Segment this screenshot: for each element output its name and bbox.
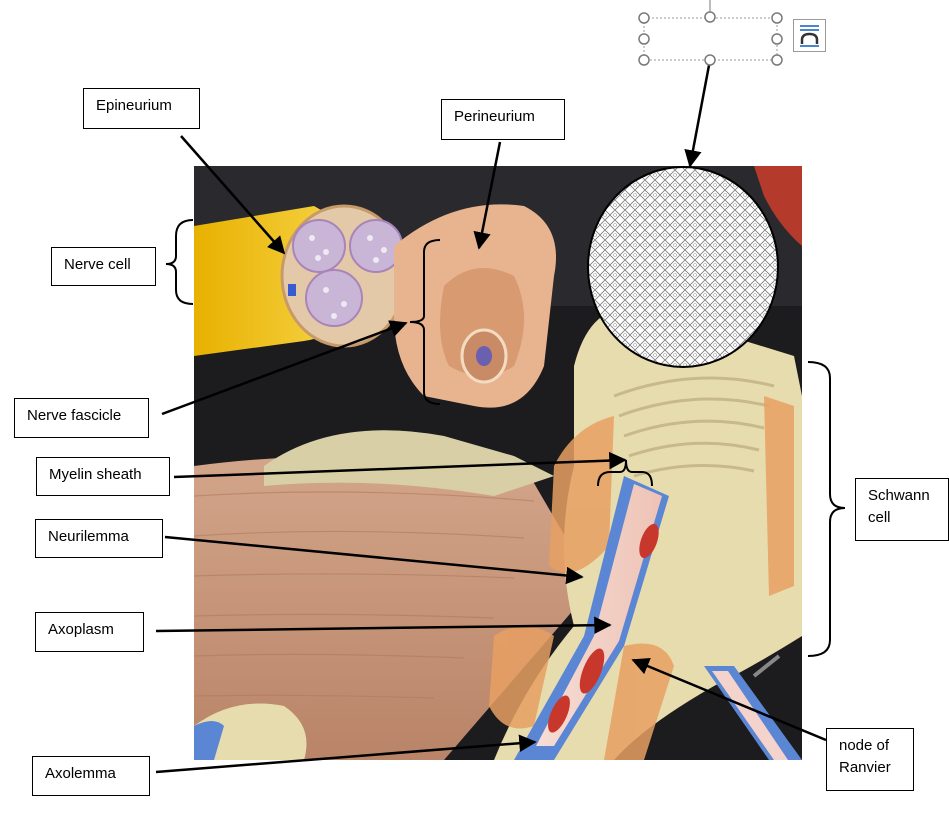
selection-handles: [638, 11, 783, 66]
textbox-connector-leader: [684, 59, 712, 168]
label-perineurium[interactable]: Perineurium: [441, 99, 565, 140]
schwann-cell-brace: [807, 361, 846, 657]
label-epineurium[interactable]: Epineurium: [83, 88, 200, 129]
myelin-sheath-brace: [597, 459, 653, 487]
label-axolemma[interactable]: Axolemma: [32, 756, 150, 796]
epineurium-leader: [180, 135, 286, 255]
nerve-fascicle-brace: [409, 239, 441, 405]
label-node-of-ranvier[interactable]: node of Ranvier: [826, 728, 914, 791]
patterned-circle-shape[interactable]: [587, 166, 779, 368]
layout-options-icon: [800, 25, 819, 47]
nerve-cell-brace: [165, 219, 194, 305]
label-axoplasm[interactable]: Axoplasm: [35, 612, 144, 652]
selected-textbox-text[interactable]: [645, 19, 776, 59]
nerve-fascicle-leader: [161, 320, 408, 416]
selected-textbox[interactable]: [638, 0, 783, 66]
axoplasm-leader: [155, 616, 612, 634]
myelin-sheath-leader: [173, 451, 627, 479]
axolemma-leader: [155, 734, 537, 774]
label-myelin-sheath[interactable]: Myelin sheath: [36, 457, 170, 496]
layout-options-button[interactable]: [793, 19, 826, 52]
neurilemma-leader: [164, 535, 584, 585]
label-nerve-cell[interactable]: Nerve cell: [51, 247, 156, 286]
perineurium-leader: [473, 141, 502, 250]
label-nerve-fascicle[interactable]: Nerve fascicle: [14, 398, 149, 438]
node-of-ranvier-leader: [631, 657, 827, 742]
label-schwann-cell[interactable]: Schwann cell: [855, 478, 949, 541]
label-neurilemma[interactable]: Neurilemma: [35, 519, 163, 558]
